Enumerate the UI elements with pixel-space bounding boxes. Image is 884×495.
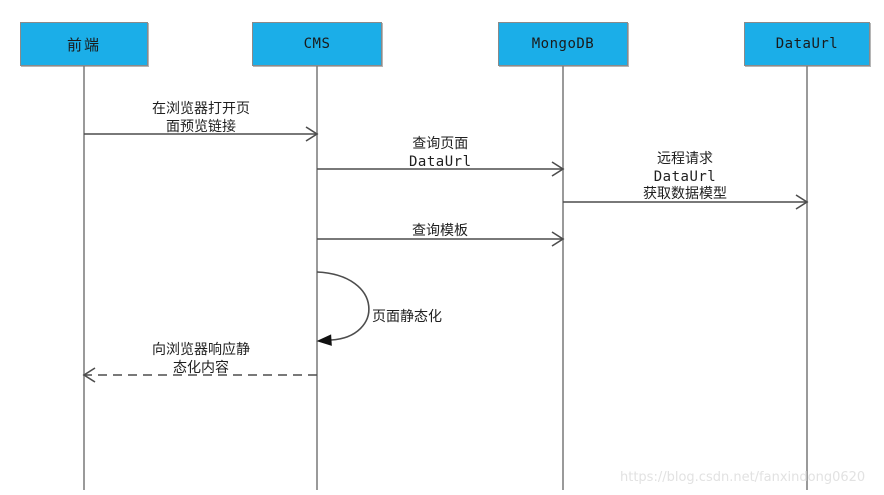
message-arrowhead-m2 bbox=[551, 161, 565, 177]
watermark-text: https://blog.csdn.net/fanxindong0620 bbox=[620, 470, 866, 485]
actor-label-dataurl: DataUrl bbox=[775, 36, 839, 52]
message-arrowhead-m1 bbox=[305, 126, 319, 142]
message-arrows-group bbox=[82, 126, 809, 383]
actor-label-mongodb: MongoDB bbox=[531, 36, 595, 52]
lifelines-group bbox=[83, 66, 808, 490]
actor-label-frontend: 前端 bbox=[66, 35, 101, 54]
message-arrowhead-m5 bbox=[316, 334, 332, 346]
message-arrowhead-m3 bbox=[795, 194, 809, 210]
message-arrowhead-m6 bbox=[82, 367, 96, 383]
actor-box-frontend[interactable]: 前端 bbox=[20, 22, 148, 66]
actor-box-mongodb[interactable]: MongoDB bbox=[498, 22, 628, 66]
message-line-m5[interactable] bbox=[316, 271, 370, 341]
actor-box-dataurl[interactable]: DataUrl bbox=[744, 22, 870, 66]
message-arrowhead-m4 bbox=[551, 231, 565, 247]
actor-label-cms: CMS bbox=[303, 36, 331, 52]
actor-box-cms[interactable]: CMS bbox=[252, 22, 382, 66]
